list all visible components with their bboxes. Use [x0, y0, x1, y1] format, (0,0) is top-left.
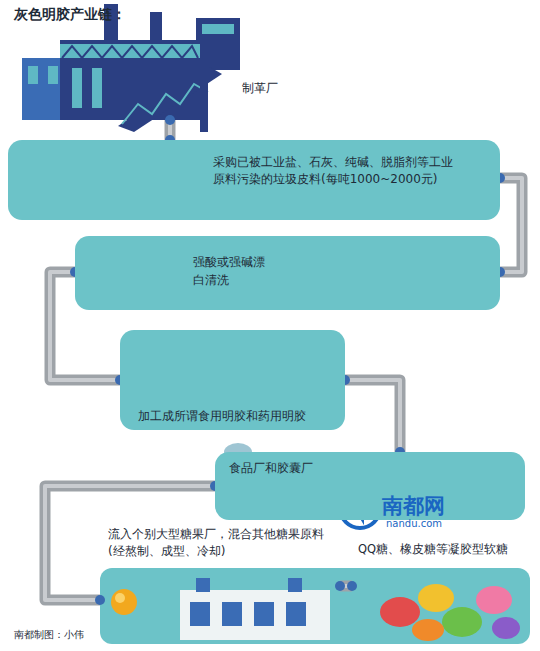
tannery-illustration	[202, 24, 234, 34]
tannery-illustration	[122, 84, 208, 124]
factory-node: 制革厂	[20, 8, 320, 120]
candy-band	[492, 617, 520, 639]
pipe-flange	[165, 115, 175, 125]
pipe-body	[500, 178, 522, 272]
tannery-illustration	[62, 46, 198, 58]
tannery-illustration	[196, 18, 240, 70]
candy-band	[286, 602, 306, 626]
pipe-highlight	[45, 486, 215, 600]
node-text: QQ糖、橡皮糖等凝胶型软糖	[358, 542, 530, 557]
pipe-highlight	[340, 584, 352, 588]
candy-band	[380, 597, 420, 627]
pipe-connector	[340, 375, 405, 457]
candy-band	[180, 590, 330, 640]
candy-band	[111, 589, 137, 615]
candy-band	[288, 578, 302, 592]
credit-note: 南都制图：小伟	[14, 628, 84, 642]
pipe-connector	[335, 581, 357, 591]
process-band: 加工成所谓食用明胶和药用明胶	[120, 330, 345, 430]
watermark: 南都网	[382, 492, 445, 520]
node-text: 制革厂	[242, 80, 278, 97]
candy-band	[100, 568, 530, 644]
candy-band	[100, 568, 530, 644]
node-text: 食品厂和胶囊厂	[229, 460, 313, 477]
node-text: 采购已被工业盐、石灰、纯碱、脱脂剂等工业原料污染的垃圾皮料(每吨1000~200…	[213, 154, 463, 188]
candy-band	[254, 602, 274, 626]
candy-product-node: QQ糖、橡皮糖等凝胶型软糖	[352, 540, 532, 646]
pipe-highlight	[500, 178, 522, 272]
tannery-illustration	[72, 68, 82, 108]
pipe-highlight	[345, 380, 400, 452]
tannery-illustration	[28, 66, 38, 84]
watermark: nandu.com	[386, 518, 442, 529]
diagram-title: 灰色明胶产业链：	[14, 6, 126, 24]
candy-factory-node: 流入个别大型糖果厂，混合其他糖果原料(经熬制、成型、冷却)	[100, 526, 340, 646]
process-band: 强酸或强碱漂白清洗	[75, 236, 500, 310]
pipe-flange	[95, 595, 105, 605]
pipe-connector	[45, 481, 220, 605]
tannery-illustration	[60, 44, 200, 58]
candy-band	[418, 584, 454, 612]
process-band: 食品厂和胶囊厂	[215, 452, 525, 520]
tannery-illustration	[200, 70, 208, 132]
candy-band	[412, 619, 444, 641]
pipe-highlight	[168, 120, 172, 140]
pipe-body	[165, 120, 176, 140]
candy-band	[196, 578, 210, 592]
tannery-illustration	[60, 40, 200, 120]
pipe-body	[45, 486, 215, 600]
node-text: 加工成所谓食用明胶和药用明胶	[138, 408, 338, 425]
candy-band	[442, 607, 482, 637]
candy-band	[476, 586, 512, 614]
tannery-illustration	[92, 68, 102, 108]
pipe-body	[340, 581, 352, 592]
node-text: 流入个别大型糖果厂，混合其他糖果原料(经熬制、成型、冷却)	[108, 526, 330, 560]
pipe-body	[345, 380, 400, 452]
pipe-flange	[347, 581, 357, 591]
node-text: 强酸或强碱漂白清洗	[193, 253, 275, 289]
tannery-illustration	[48, 66, 58, 84]
process-band: 采购已被工业盐、石灰、纯碱、脱脂剂等工业原料污染的垃圾皮料(每吨1000~200…	[8, 140, 500, 220]
tannery-illustration	[118, 66, 222, 132]
tannery-illustration	[22, 4, 240, 132]
candy-band	[190, 602, 210, 626]
candy-band	[222, 602, 242, 626]
tannery-illustration	[150, 12, 162, 44]
candy-band	[115, 593, 125, 603]
tannery-illustration	[22, 58, 66, 120]
pipe-flange	[335, 581, 345, 591]
